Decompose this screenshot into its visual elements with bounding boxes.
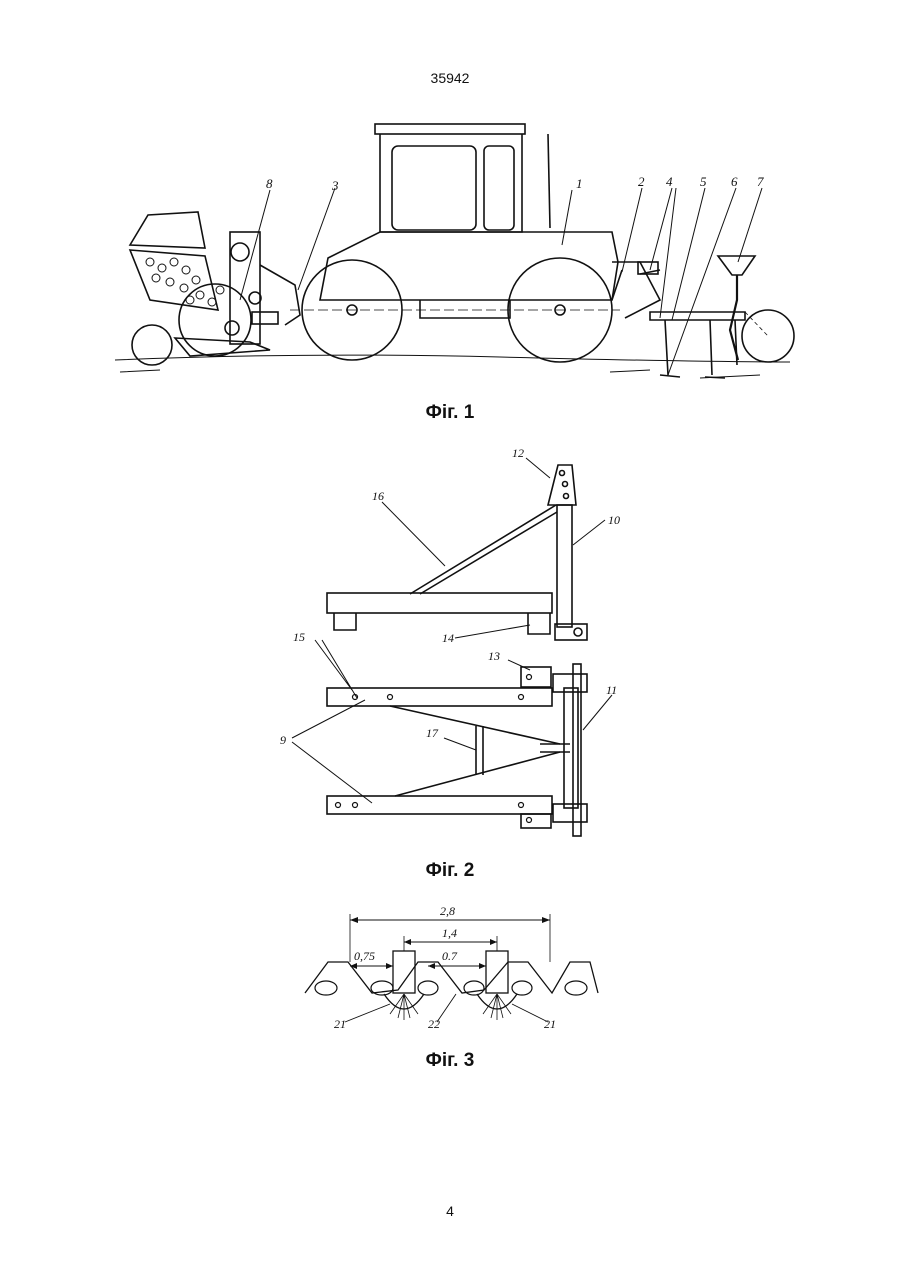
fig3-dim-0-7: 0.7 [442,949,458,963]
page-number-bottom: 4 [0,1203,900,1219]
fig2-label-17: 17 [426,726,439,740]
fig3-dim-1-4: 1,4 [442,926,457,940]
fig1-label-4: 4 [666,174,673,189]
fig3-drawing: 2,8 1,4 0,75 0.7 21 22 21 [0,895,900,1045]
fig3-dim-2-8: 2,8 [440,904,455,918]
fig2-label-11: 11 [606,683,617,697]
fig3-dim-0-75: 0,75 [354,949,375,963]
fig1-drawing: 1 2 3 4 5 6 7 8 [0,100,900,390]
fig3-label-22: 22 [428,1017,440,1031]
fig2-label-9: 9 [280,733,286,747]
fig2-label-16: 16 [372,489,384,503]
fig1-label-7: 7 [757,174,764,189]
fig2-label-14: 14 [442,631,454,645]
fig1-caption: Фіг. 1 [0,402,900,424]
fig1-label-1: 1 [576,176,583,191]
fig2-label-12: 12 [512,446,524,460]
fig1-label-2: 2 [638,174,645,189]
fig3-label-21-left: 21 [334,1017,346,1031]
fig1-label-3: 3 [331,178,339,193]
page-number-top: 35942 [0,70,900,86]
fig1-label-8: 8 [266,176,273,191]
fig3-label-21-right: 21 [544,1017,556,1031]
fig3-caption: Фіг. 3 [0,1050,900,1072]
fig1-label-6: 6 [731,174,738,189]
fig2-drawing: 12 10 11 16 13 14 15 17 9 [0,440,900,840]
fig2-label-13: 13 [488,649,500,663]
fig2-label-15: 15 [293,630,305,644]
fig1-label-5: 5 [700,174,707,189]
fig2-label-10: 10 [608,513,620,527]
fig2-caption: Фіг. 2 [0,860,900,882]
